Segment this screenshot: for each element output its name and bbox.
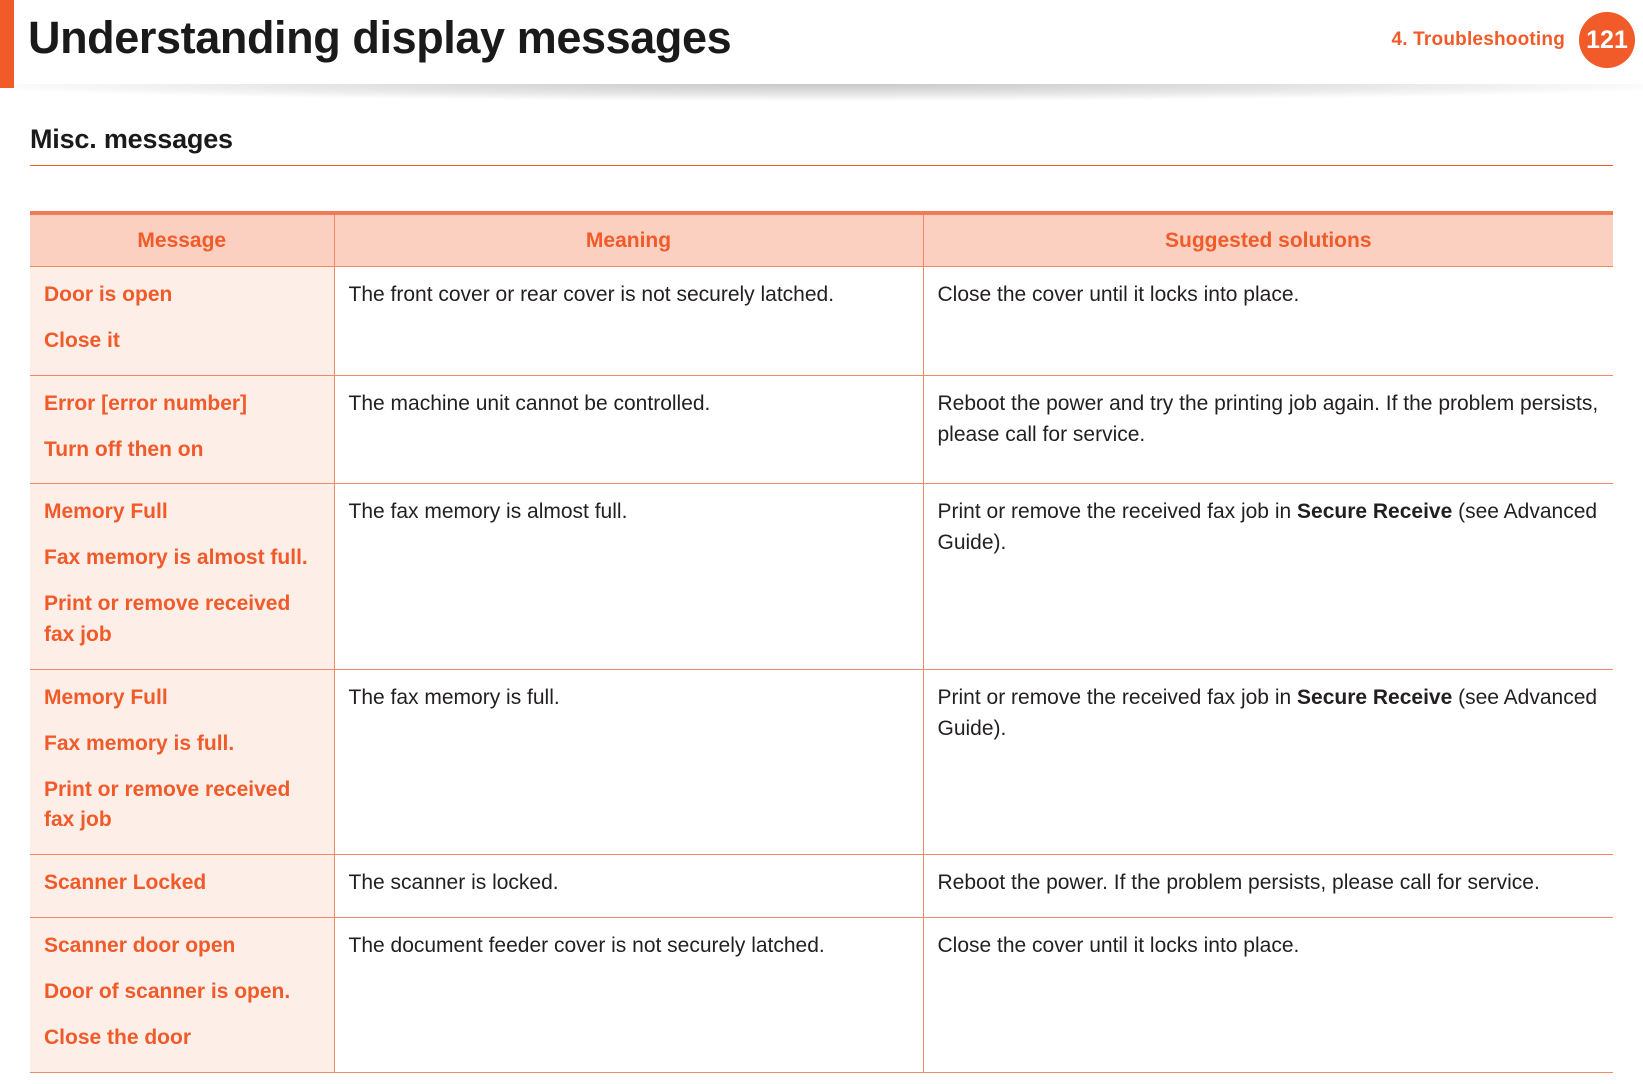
header-meta: 4. Troubleshooting 121 — [1391, 12, 1635, 68]
column-header-meaning: Meaning — [333, 211, 924, 267]
left-accent-bar — [0, 0, 14, 88]
header-shadow — [14, 84, 1643, 106]
message-line: Door is open — [44, 283, 173, 306]
message-line: Memory Full — [44, 685, 168, 709]
column-header-message: Message — [30, 211, 335, 267]
cell-meaning: The document feeder cover is not securel… — [333, 917, 923, 1073]
cell-message: Error [error number] Turn off then on — [30, 375, 334, 485]
chapter-label: 4. Troubleshooting — [1391, 29, 1565, 50]
section-block: Misc. messages — [30, 124, 1613, 166]
messages-table: Message Meaning Suggested solutions Door… — [30, 211, 1613, 1073]
message-line: Print or remove received fax job — [44, 592, 291, 647]
cell-meaning: The front cover or rear cover is not sec… — [333, 266, 923, 376]
message-line: Fax memory is almost full. — [44, 546, 308, 570]
cell-suggested-solution: Print or remove the received fax job in … — [922, 483, 1613, 670]
page-header: Understanding display messages 4. Troubl… — [0, 0, 1643, 106]
table-header-row: Message Meaning Suggested solutions — [30, 211, 1613, 267]
message-line: Turn off then on — [44, 437, 204, 461]
table-head: Message Meaning Suggested solutions — [30, 211, 1613, 267]
message-line: Fax memory is full. — [44, 731, 235, 755]
messages-table-wrap: Message Meaning Suggested solutions Door… — [30, 211, 1613, 1073]
cell-suggested-solution: Close the cover until it locks into plac… — [922, 266, 1613, 376]
page-title: Understanding display messages — [28, 12, 732, 63]
cell-suggested-solution: Close the cover until it locks into plac… — [922, 917, 1613, 1073]
message-line: Memory Full — [44, 500, 168, 524]
message-line: Scanner Locked — [44, 871, 207, 895]
cell-suggested-solution: Print or remove the received fax job in … — [922, 669, 1613, 856]
cell-suggested-solution: Reboot the power and try the printing jo… — [922, 375, 1613, 485]
table-row: Scanner Locked The scanner is locked.Rebo… — [30, 854, 1613, 919]
cell-meaning: The machine unit cannot be controlled. — [333, 375, 923, 485]
column-header-suggested-solutions: Suggested solutions — [922, 211, 1613, 267]
section-heading: Misc. messages — [30, 124, 233, 154]
section-divider — [30, 165, 1613, 166]
message-line: Error [error number] — [44, 391, 248, 415]
message-line: Close it — [44, 328, 120, 352]
message-line: Print or remove received fax job — [44, 777, 291, 832]
cell-message: Scanner Locked — [30, 854, 334, 919]
page-number-badge: 121 — [1579, 12, 1635, 68]
message-line: Door of scanner is open. — [44, 980, 291, 1004]
cell-suggested-solution: Reboot the power. If the problem persist… — [922, 854, 1613, 919]
message-line: Close the door — [44, 1025, 192, 1049]
cell-meaning: The fax memory is full. — [333, 669, 923, 856]
message-line: Scanner door open — [44, 934, 236, 958]
cell-meaning: The scanner is locked. — [333, 854, 923, 919]
table-row: Error [error number] Turn off then on The … — [30, 375, 1613, 485]
cell-meaning: The fax memory is almost full. — [333, 483, 923, 670]
